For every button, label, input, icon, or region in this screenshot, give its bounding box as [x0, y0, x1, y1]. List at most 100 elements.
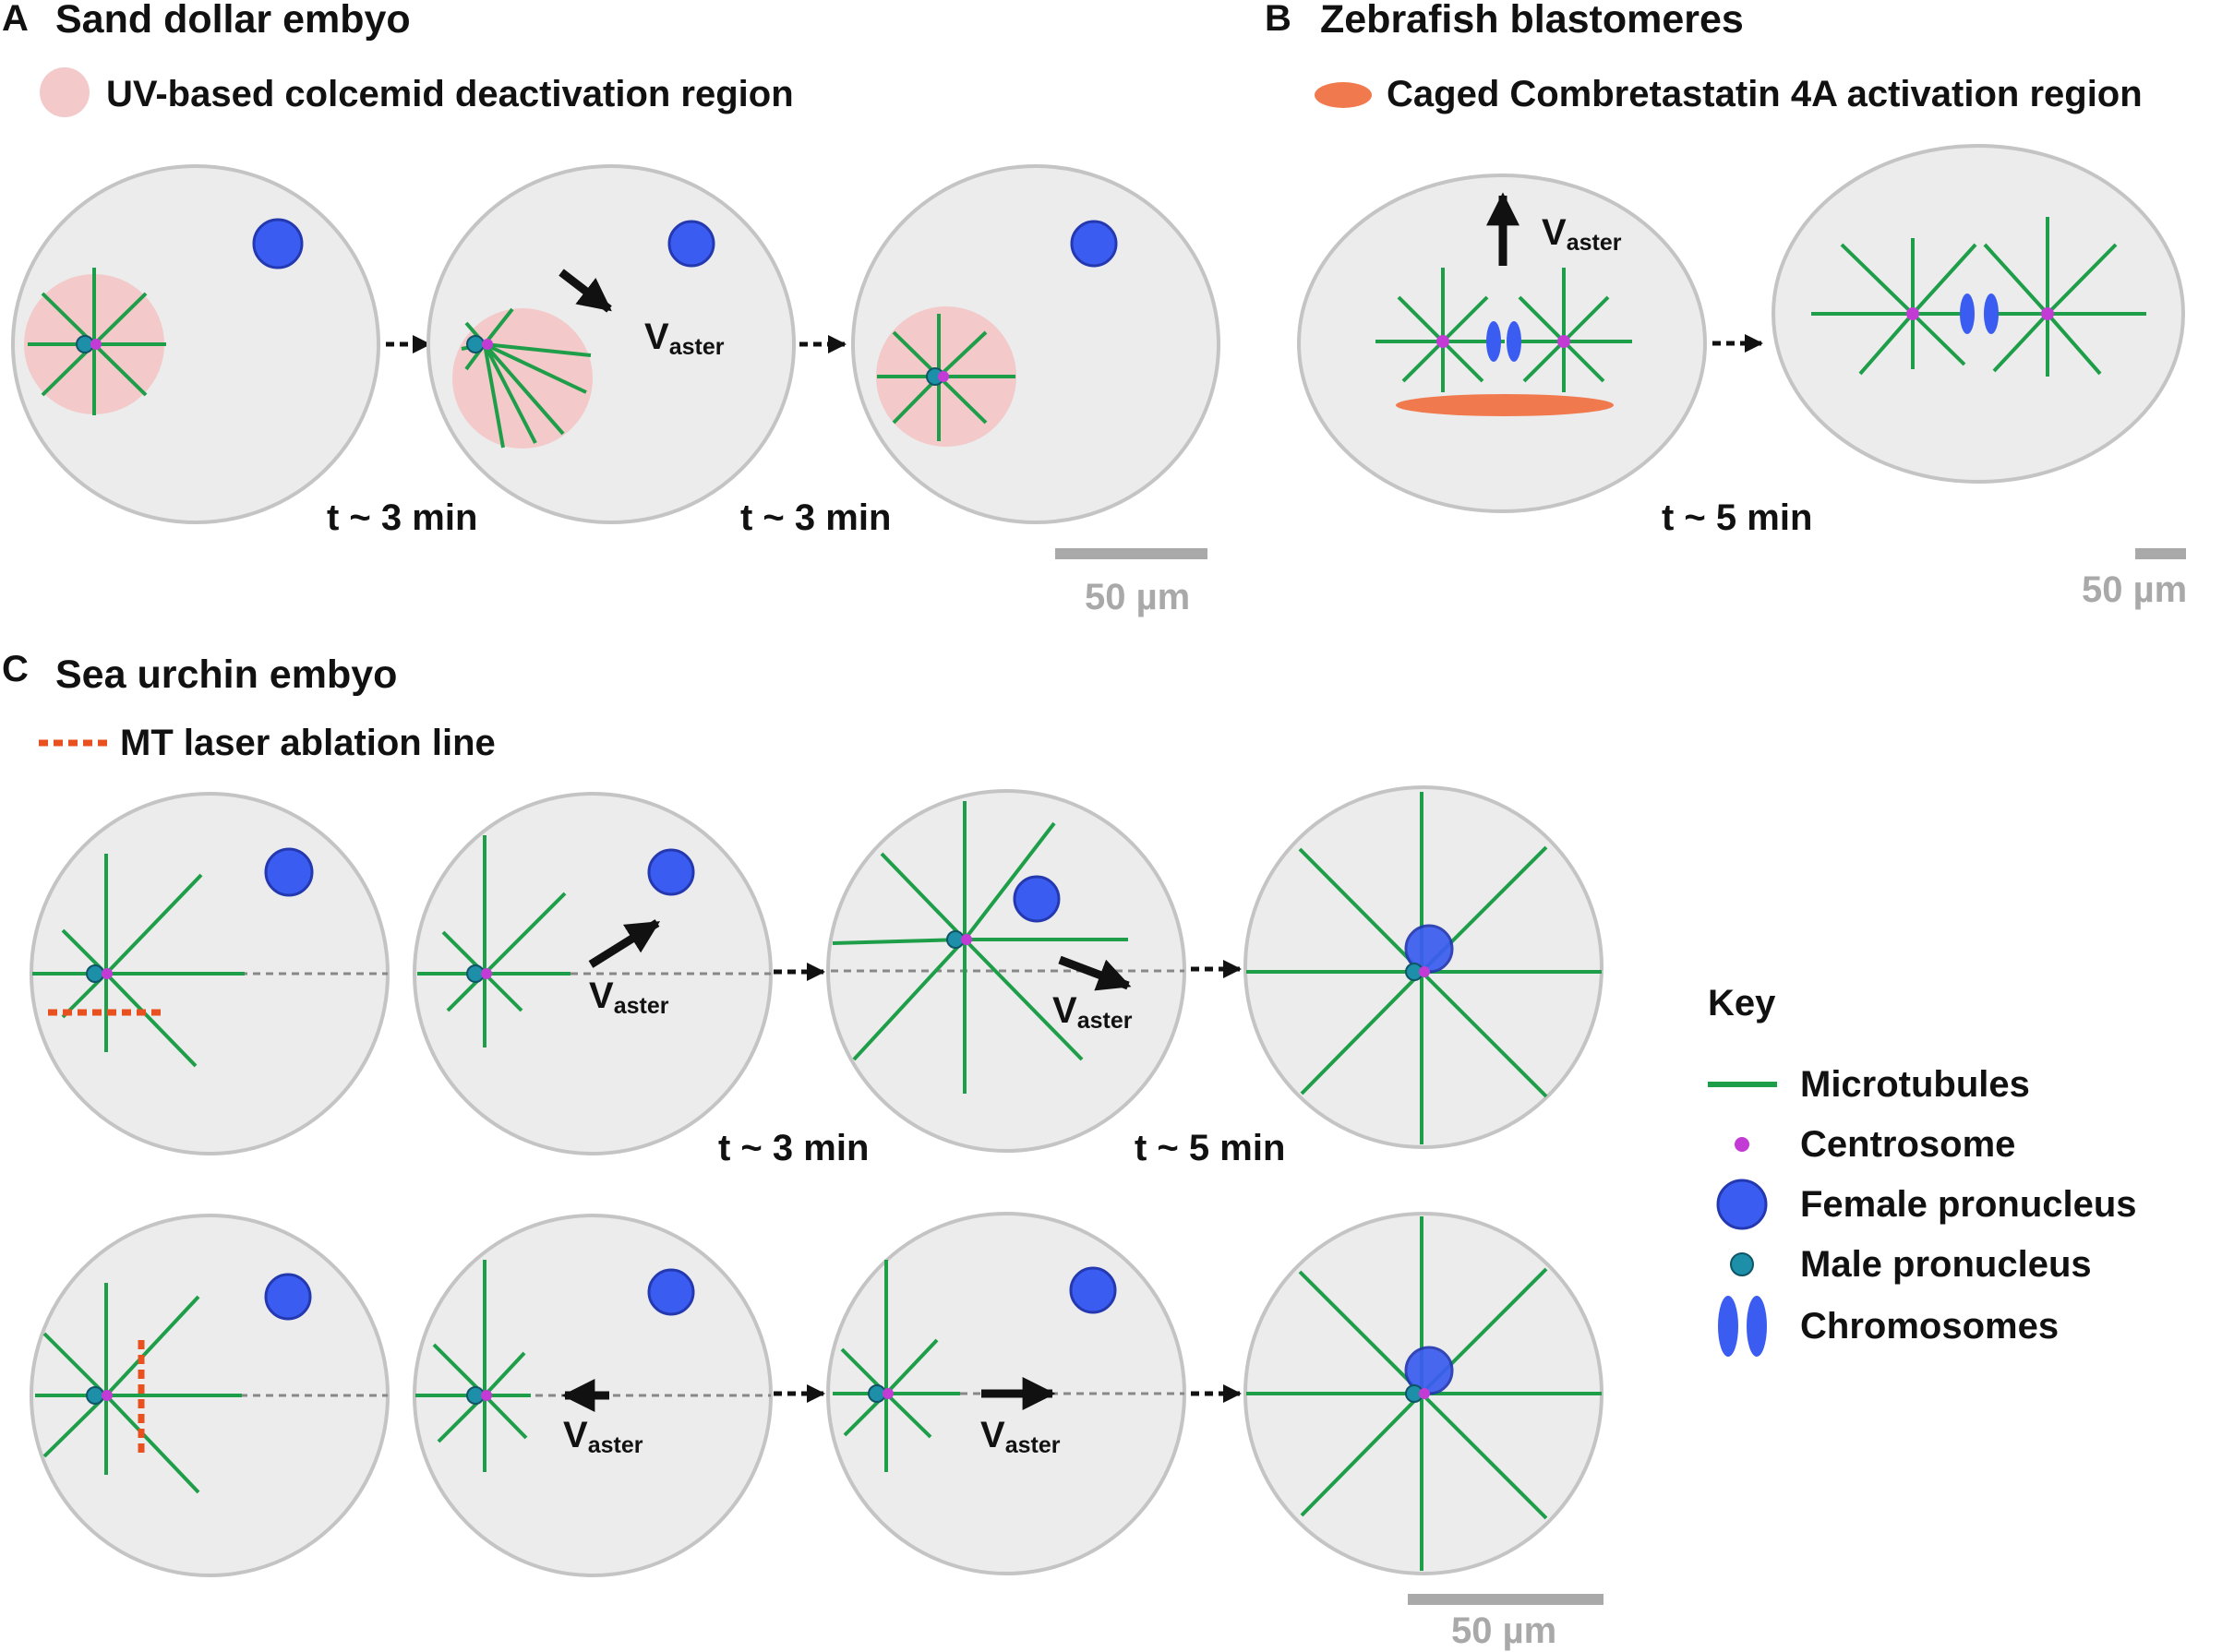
panel-c-time-1: t ~ 3 min	[718, 1128, 869, 1168]
velocity-label: Vaster	[563, 1415, 643, 1458]
caged-region-legend-swatch	[1315, 82, 1372, 108]
cell-b1: Vaster	[1297, 174, 1707, 513]
centrosome	[938, 371, 949, 382]
key-chromosome-swatch	[1718, 1296, 1738, 1357]
panel-a-scale-label: 50 µm	[1085, 577, 1190, 617]
velocity-label: Vaster	[980, 1415, 1061, 1458]
key-item-male-pronucleus: Male pronucleus	[1800, 1244, 2092, 1285]
panel-c-legend-label: MT laser ablation line	[120, 723, 496, 763]
female-pronucleus	[1013, 875, 1061, 923]
velocity-arrow	[559, 269, 612, 313]
cell-c6: Vaster	[413, 1214, 773, 1577]
chromosome	[1960, 293, 1975, 334]
cell-c3: Vaster	[826, 789, 1186, 1153]
female-pronucleus	[264, 1273, 312, 1321]
centrosome	[481, 1390, 492, 1401]
aster-right	[1509, 268, 1632, 392]
panel-a-legend-label: UV-based colcemid deactivation region	[106, 74, 794, 114]
female-pronucleus	[1070, 220, 1118, 268]
cell-c4	[1243, 785, 1603, 1149]
key-male-pronucleus-swatch	[1730, 1252, 1754, 1276]
key-centrosome-swatch	[1735, 1137, 1749, 1152]
key-item-centrosome: Centrosome	[1800, 1124, 2015, 1165]
centrosome	[481, 968, 492, 979]
panel-b-title: Zebrafish blastomeres	[1320, 0, 1744, 42]
panel-a-letter: A	[2, 0, 29, 39]
male-pronucleus	[466, 335, 485, 353]
centrosome	[482, 339, 493, 350]
aster-right	[1983, 217, 2146, 377]
panel-a-title: Sand dollar embyo	[55, 0, 411, 42]
centrosome	[1906, 307, 1919, 320]
velocity-label: Vaster	[1052, 990, 1133, 1034]
centrosome	[883, 1388, 894, 1399]
key-female-pronucleus-swatch	[1716, 1179, 1768, 1230]
panel-a: A Sand dollar embyo UV-based colcemid de…	[2, 0, 1220, 617]
male-pronucleus	[86, 964, 104, 983]
chromosome	[1507, 321, 1521, 362]
key-item-female-pronucleus: Female pronucleus	[1800, 1184, 2137, 1225]
panel-a-time-2: t ~ 3 min	[740, 497, 891, 538]
aster	[415, 1260, 531, 1472]
key-item-microtubules: Microtubules	[1800, 1064, 2030, 1105]
cell-a2: Vaster	[426, 164, 796, 524]
velocity-label: Vaster	[1542, 212, 1622, 256]
panel-c-time-2: t ~ 5 min	[1135, 1128, 1285, 1168]
velocity-label: Vaster	[644, 317, 725, 360]
panel-b-scale-bar	[2135, 548, 2186, 559]
female-pronucleus	[1069, 1266, 1117, 1314]
panel-b-scale-label: 50 µm	[2082, 569, 2187, 610]
cell-b2	[1772, 144, 2185, 484]
panel-a-scale-bar	[1055, 548, 1207, 559]
cell-c1	[30, 792, 390, 1155]
centrosome	[1557, 335, 1570, 348]
female-pronucleus	[252, 218, 304, 269]
panel-b: B Zebrafish blastomeres Caged Combretast…	[1265, 0, 2187, 610]
aster-left	[1811, 238, 1977, 376]
cell-a3	[851, 164, 1220, 524]
aster	[832, 801, 1128, 1094]
velocity-arrow	[1058, 955, 1132, 991]
key: Key Microtubules Centrosome Female pronu…	[1708, 983, 2137, 1357]
cell-c5	[30, 1214, 390, 1577]
male-pronucleus	[86, 1386, 104, 1405]
panel-b-legend-label: Caged Combretastatin 4A activation regio…	[1387, 74, 2143, 114]
panel-b-time: t ~ 5 min	[1662, 497, 1812, 538]
centrosome	[2041, 307, 2054, 320]
aster	[35, 1283, 242, 1494]
panel-c-letter: C	[2, 649, 29, 689]
cell-a1	[11, 164, 380, 524]
cell-c8	[1243, 1212, 1603, 1575]
velocity-arrow	[588, 919, 661, 968]
panel-c-scale-label: 50 µm	[1451, 1610, 1556, 1651]
centrosome	[1436, 335, 1449, 348]
centrosome	[102, 968, 113, 979]
female-pronucleus	[647, 848, 695, 896]
key-title: Key	[1708, 983, 1776, 1024]
key-chromosome-swatch	[1747, 1296, 1767, 1357]
centrosome	[1419, 1388, 1430, 1399]
female-pronucleus	[264, 847, 314, 897]
caged-region	[1396, 394, 1614, 416]
panel-a-time-1: t ~ 3 min	[327, 497, 477, 538]
cell-c7: Vaster	[826, 1212, 1186, 1575]
centrosome	[90, 339, 102, 350]
key-item-chromosomes: Chromosomes	[1800, 1306, 2059, 1347]
chromosome	[1984, 293, 1999, 334]
chromosome	[1486, 321, 1501, 362]
aster	[461, 307, 592, 449]
panel-c-title: Sea urchin embyo	[55, 652, 397, 697]
panel-c-scale-bar	[1408, 1594, 1603, 1605]
panel-c: C Sea urchin embyo MT laser ablation lin…	[2, 649, 1603, 1651]
centrosome	[961, 934, 972, 945]
female-pronucleus	[667, 220, 715, 268]
uv-region-legend-swatch	[40, 67, 90, 117]
panel-b-letter: B	[1265, 0, 1291, 39]
cell-body	[1772, 144, 2185, 484]
centrosome	[102, 1390, 113, 1401]
velocity-label: Vaster	[589, 976, 669, 1019]
cell-c2: Vaster	[413, 792, 773, 1155]
female-pronucleus	[647, 1268, 695, 1316]
centrosome	[1419, 966, 1430, 977]
